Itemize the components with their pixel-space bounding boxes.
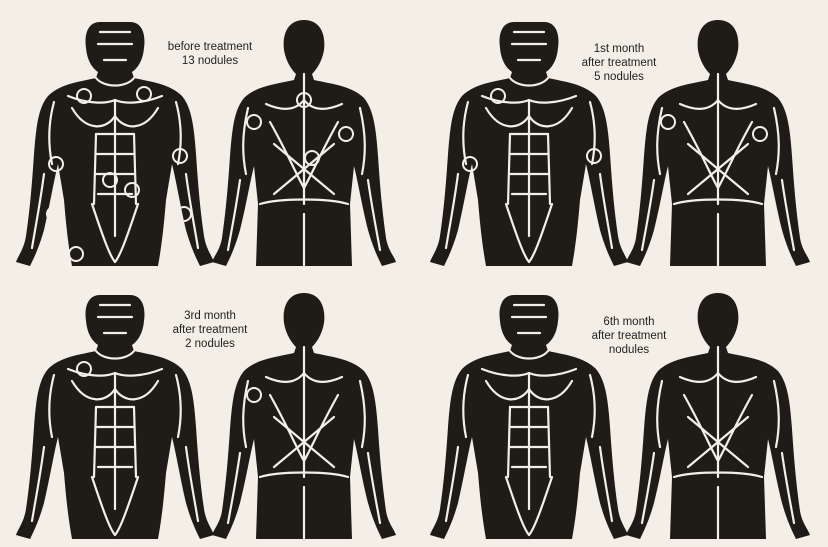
panel-month-3: 3rd month after treatment 2 nodules: [0, 273, 414, 546]
caption-month-3: 3rd month after treatment 2 nodules: [155, 309, 265, 351]
caption-month-6: 6th month after treatment nodules: [574, 315, 684, 357]
caption-line: after treatment: [564, 56, 674, 70]
panel-month-1: 1st month after treatment 5 nodules: [414, 0, 828, 273]
caption-before-treatment: before treatment 13 nodules: [155, 40, 265, 68]
anatomy-figures-month-1: [414, 0, 828, 273]
caption-line: 6th month: [574, 315, 684, 329]
caption-line: after treatment: [574, 329, 684, 343]
anatomy-figures-month-6: [414, 273, 828, 546]
caption-month-1: 1st month after treatment 5 nodules: [564, 42, 674, 84]
caption-line: before treatment: [155, 40, 265, 54]
caption-line: 5 nodules: [564, 70, 674, 84]
caption-line: 3rd month: [155, 309, 265, 323]
caption-line: 13 nodules: [155, 54, 265, 68]
caption-line: after treatment: [155, 323, 265, 337]
nodule-marker: [47, 207, 61, 221]
caption-line: 1st month: [564, 42, 674, 56]
panel-before-treatment: before treatment 13 nodules: [0, 0, 414, 273]
panel-month-6: 6th month after treatment nodules: [414, 273, 828, 546]
caption-line: nodules: [574, 343, 684, 357]
caption-line: 2 nodules: [155, 337, 265, 351]
